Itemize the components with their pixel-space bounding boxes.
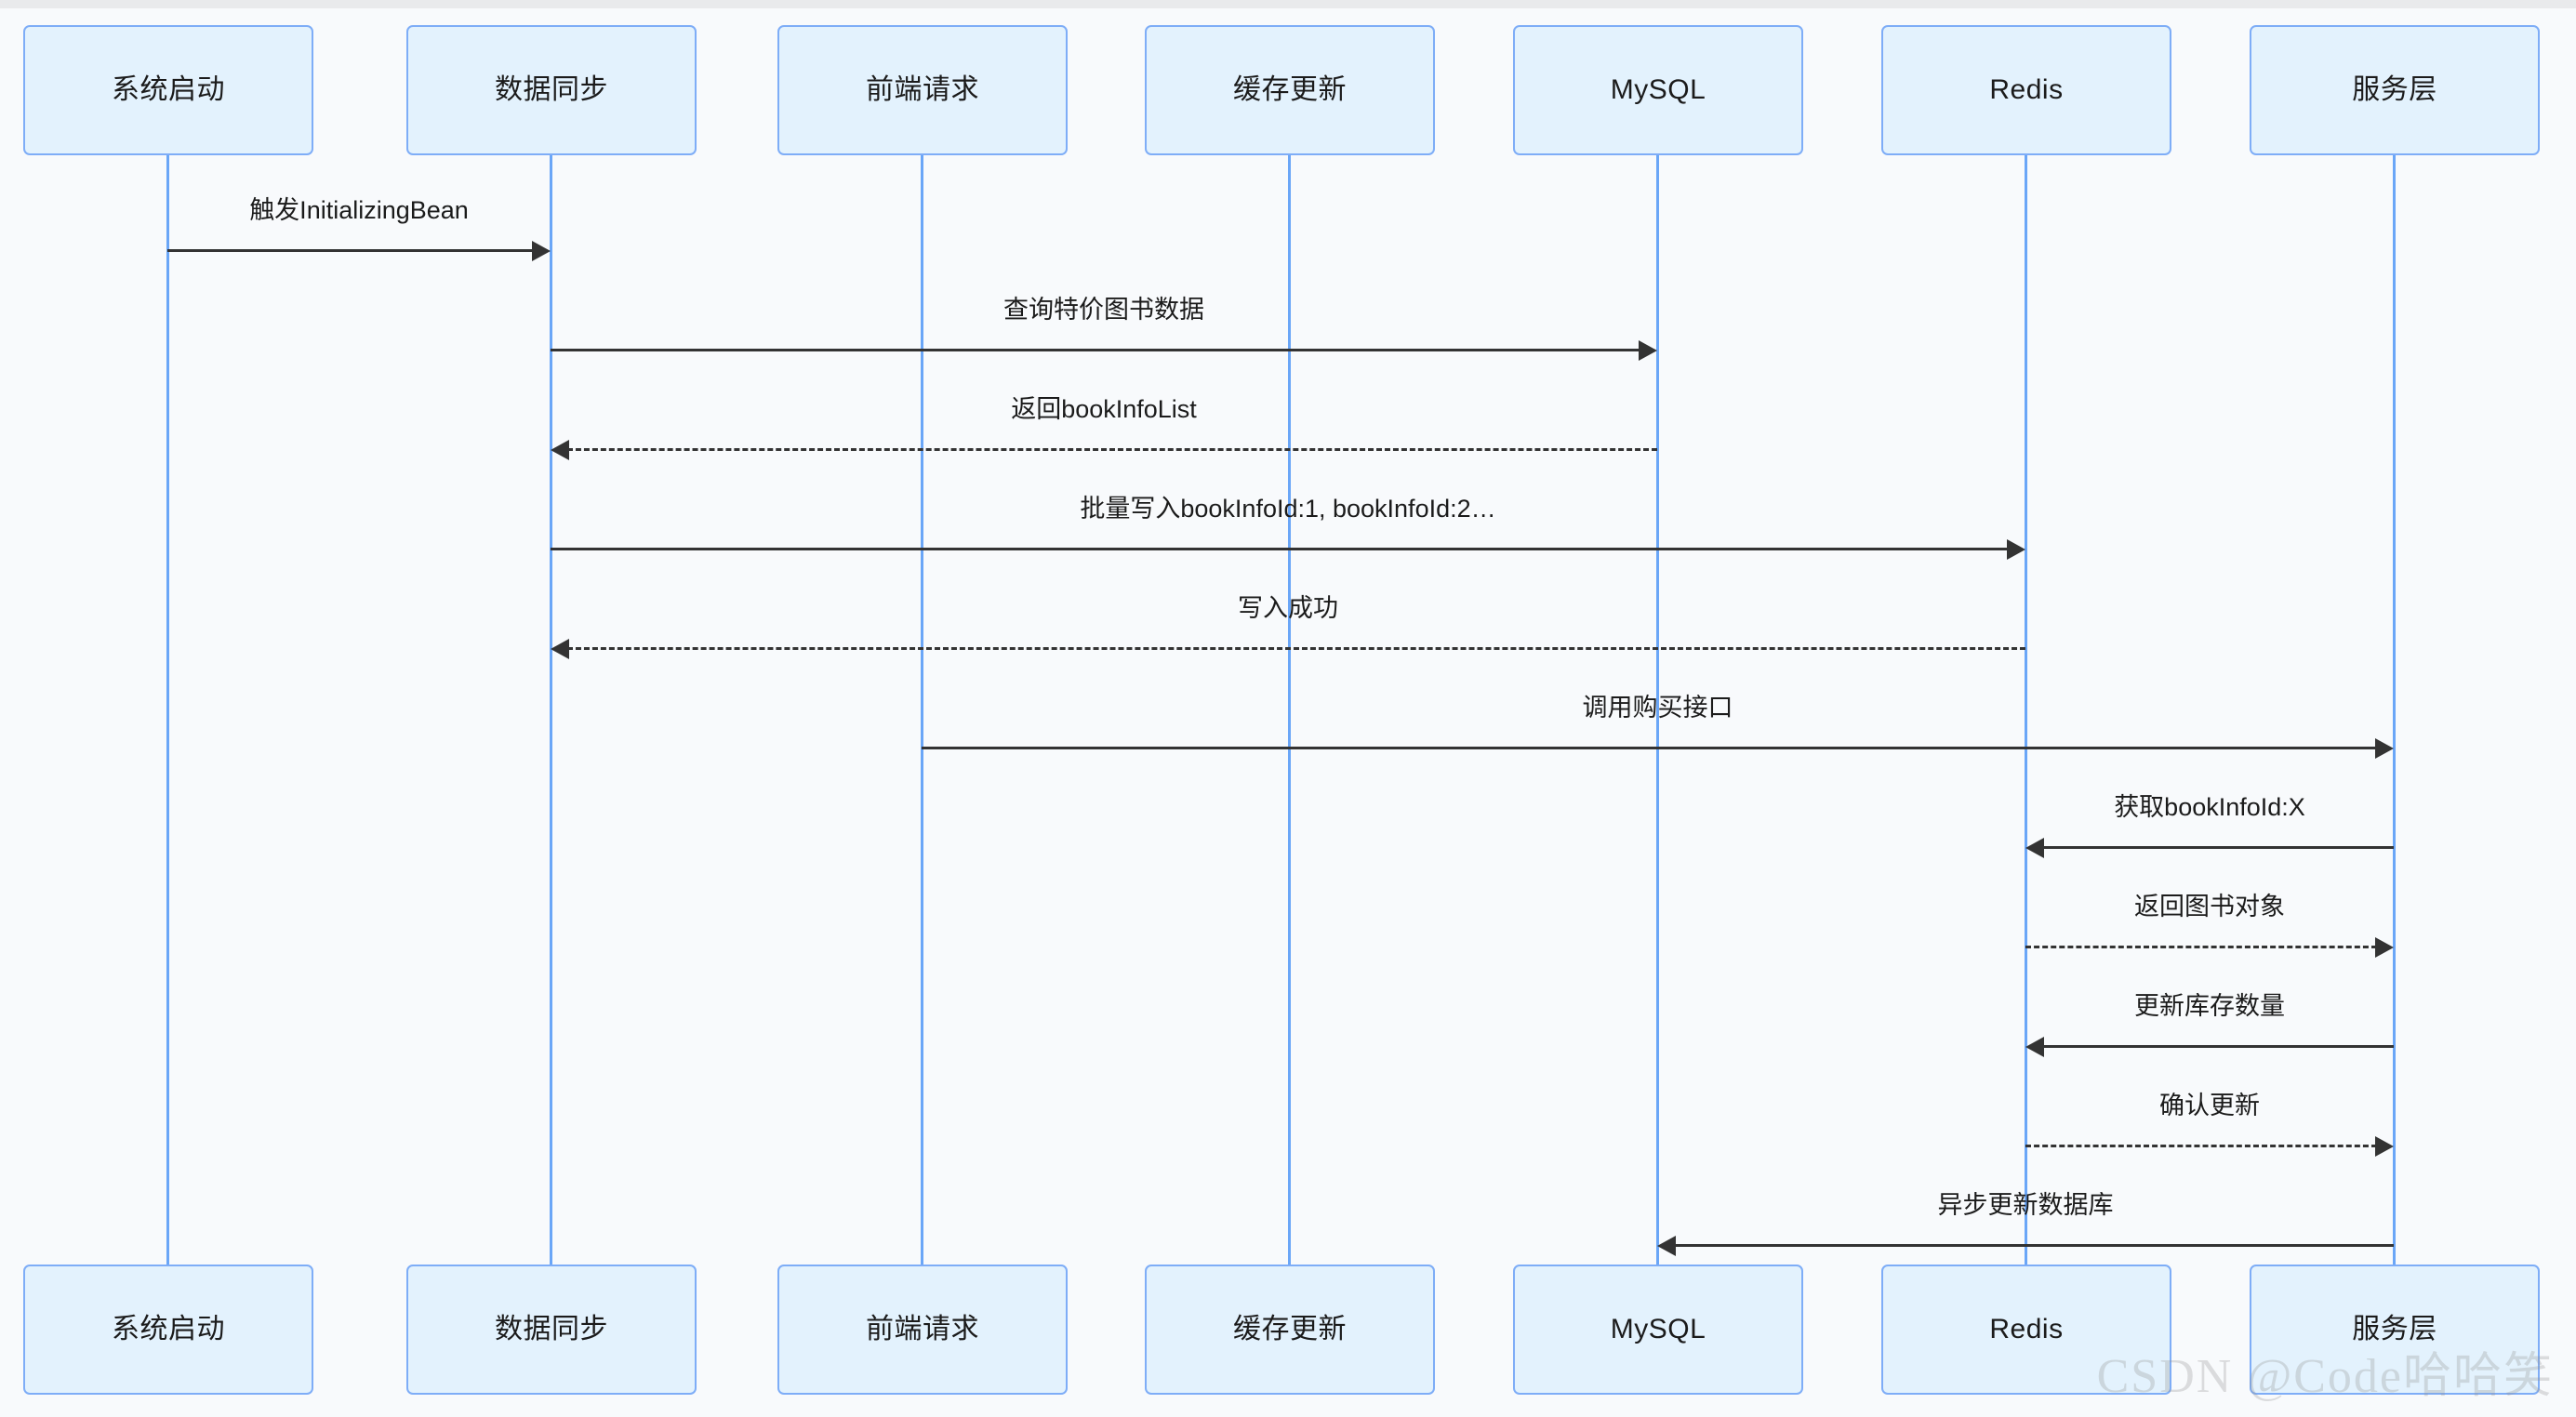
lifeline-p4 [1656,155,1659,1265]
message-label-4: 批量写入bookInfoId:1, bookInfoId:2… [1080,495,1496,523]
participant-label-p6-bottom: 服务层 [2352,1314,2437,1344]
message-label-2: 查询特价图书数据 [1003,296,1204,324]
message-line-8 [2025,946,2377,948]
participant-box-p0-top[interactable]: 系统启动 [23,25,313,155]
message-label-6: 调用购买接口 [1582,694,1733,722]
lifeline-p6 [2393,155,2396,1265]
message-arrowhead-6 [2375,738,2394,759]
message-label-10: 确认更新 [2159,1092,2260,1119]
message-arrowhead-1 [532,241,551,261]
participant-label-p4-top: MySQL [1610,74,1706,105]
participant-label-p3-top: 缓存更新 [1233,74,1347,105]
message-label-1: 触发InitializingBean [249,196,469,224]
message-label-11: 异步更新数据库 [1937,1191,2114,1219]
participant-label-p3-bottom: 缓存更新 [1233,1314,1347,1344]
participant-label-p2-top: 前端请求 [866,74,979,105]
message-line-2 [551,349,1640,351]
participant-box-p4-top[interactable]: MySQL [1513,25,1803,155]
participant-box-p4-bottom[interactable]: MySQL [1513,1265,1803,1395]
message-label-7: 获取bookInfoId:X [2114,793,2305,821]
participant-label-p5-top: Redis [1989,74,2064,105]
message-arrowhead-11 [1657,1236,1676,1256]
message-line-5 [567,647,2025,650]
message-label-9: 更新库存数量 [2134,992,2285,1020]
message-arrowhead-4 [2007,539,2025,560]
message-arrowhead-10 [2375,1136,2394,1157]
participant-label-p2-bottom: 前端请求 [866,1314,979,1344]
message-arrowhead-5 [551,639,569,659]
participant-box-p6-bottom[interactable]: 服务层 [2250,1265,2540,1395]
participant-box-p0-bottom[interactable]: 系统启动 [23,1265,313,1395]
message-arrowhead-3 [551,440,569,460]
message-line-7 [2042,846,2394,849]
message-arrowhead-9 [2025,1037,2044,1057]
message-arrowhead-8 [2375,937,2394,958]
participant-box-p3-bottom[interactable]: 缓存更新 [1145,1265,1435,1395]
lifeline-p1 [550,155,552,1265]
participant-box-p1-top[interactable]: 数据同步 [406,25,697,155]
message-arrowhead-7 [2025,838,2044,858]
message-label-5: 写入成功 [1238,594,1338,622]
message-arrowhead-2 [1639,340,1657,361]
top-chrome-strip [0,0,2576,8]
participant-box-p2-bottom[interactable]: 前端请求 [777,1265,1068,1395]
message-line-3 [567,448,1657,451]
message-line-1 [167,249,534,252]
participant-label-p1-top: 数据同步 [495,74,608,105]
lifeline-p5 [2025,155,2027,1265]
message-line-9 [2042,1045,2394,1048]
message-label-3: 返回bookInfoList [1011,395,1197,423]
message-label-8: 返回图书对象 [2134,893,2285,920]
participant-box-p5-top[interactable]: Redis [1881,25,2171,155]
participant-label-p6-top: 服务层 [2352,74,2437,105]
participant-box-p3-top[interactable]: 缓存更新 [1145,25,1435,155]
participant-box-p2-top[interactable]: 前端请求 [777,25,1068,155]
participant-label-p5-bottom: Redis [1989,1314,2064,1344]
message-line-6 [922,747,2377,749]
participant-label-p1-bottom: 数据同步 [495,1314,608,1344]
participant-box-p6-top[interactable]: 服务层 [2250,25,2540,155]
participant-label-p0-bottom: 系统启动 [112,1314,225,1344]
lifeline-p2 [921,155,923,1265]
message-line-10 [2025,1145,2377,1147]
message-line-11 [1674,1244,2394,1247]
participant-box-p1-bottom[interactable]: 数据同步 [406,1265,697,1395]
participant-label-p0-top: 系统启动 [112,74,225,105]
participant-box-p5-bottom[interactable]: Redis [1881,1265,2171,1395]
lifeline-p3 [1288,155,1291,1265]
lifeline-p0 [166,155,169,1265]
participant-label-p4-bottom: MySQL [1610,1314,1706,1344]
message-line-4 [551,548,2009,550]
